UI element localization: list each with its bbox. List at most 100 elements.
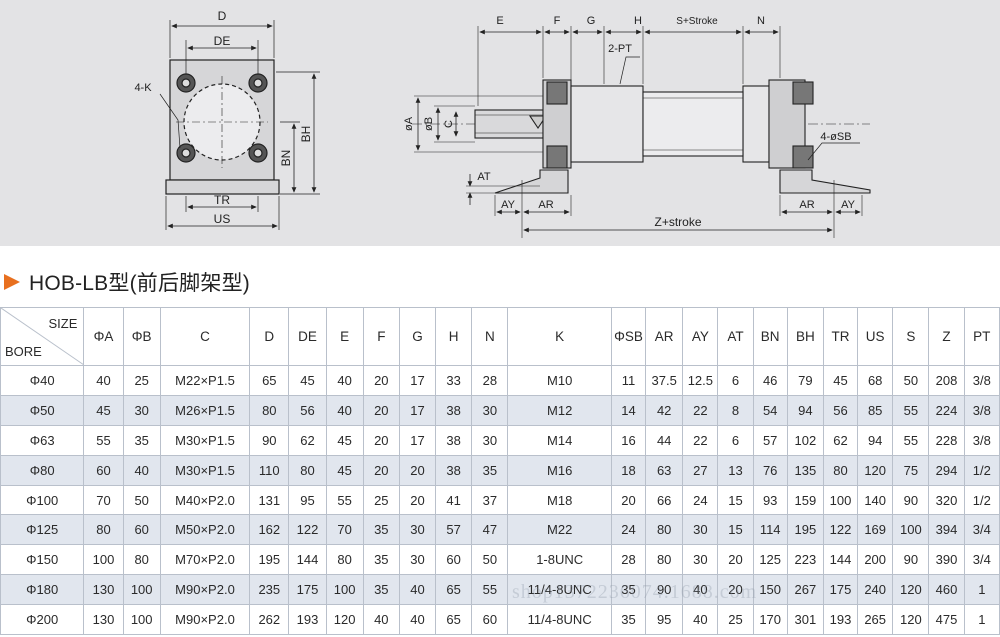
bore-cell: Φ200 <box>0 604 85 636</box>
table-cell: 90 <box>892 544 930 576</box>
table-cell: 144 <box>288 544 327 576</box>
table-cell: 3/4 <box>963 514 1000 546</box>
table-cell: 60 <box>83 454 124 486</box>
side-dim-h: H <box>634 15 642 27</box>
side-dim-ar-left: AR <box>538 199 553 211</box>
table-cell: 100 <box>122 604 161 636</box>
table-cell: M22×P1.5 <box>159 365 251 396</box>
table-cell: 301 <box>786 604 824 636</box>
table-cell: 76 <box>752 454 788 486</box>
table-cell: 20 <box>362 365 400 396</box>
table-cell: 50 <box>122 484 161 516</box>
table-cell: 193 <box>288 604 327 636</box>
table-cell: 40 <box>362 604 400 636</box>
table-cell: 122 <box>822 514 859 546</box>
table-cell: 14 <box>610 394 647 426</box>
table-cell: M30×P1.5 <box>159 454 251 486</box>
table-cell: 130 <box>83 604 124 636</box>
table-cell: 120 <box>857 454 894 486</box>
table-cell: 18 <box>610 454 647 486</box>
table-cell: 224 <box>928 394 965 426</box>
header-bore-label: BORE <box>5 344 42 359</box>
table-cell: 267 <box>786 574 824 606</box>
table-cell: 80 <box>122 544 161 576</box>
side-dim-ay-right: AY <box>841 199 856 211</box>
front-dim-d: D <box>218 9 227 23</box>
table-cell: 35 <box>122 424 161 456</box>
table-cell: 15 <box>717 484 754 516</box>
table-cell: 240 <box>857 574 894 606</box>
table-cell: 3/8 <box>963 424 1000 456</box>
side-dim-a: øA <box>403 116 415 131</box>
table-cell: 22 <box>682 394 719 426</box>
table-cell: 42 <box>645 394 684 426</box>
column-header: Z <box>928 307 965 366</box>
bore-cell: Φ40 <box>0 365 85 396</box>
table-cell: 16 <box>610 424 647 456</box>
table-cell: 57 <box>435 514 473 546</box>
column-header: ΦA <box>83 307 124 366</box>
table-cell: 3/4 <box>963 544 1000 576</box>
table-cell: 1 <box>963 574 1000 606</box>
table-cell: 40 <box>325 394 364 426</box>
column-header: F <box>362 307 400 366</box>
table-cell: 65 <box>249 365 290 396</box>
table-cell: 80 <box>325 544 364 576</box>
table-cell: 262 <box>249 604 290 636</box>
table-cell: 94 <box>857 424 894 456</box>
table-cell: 66 <box>645 484 684 516</box>
table-cell: 28 <box>610 544 647 576</box>
table-cell: 35 <box>471 454 509 486</box>
table-cell: 65 <box>435 574 473 606</box>
table-cell: 35 <box>610 574 647 606</box>
table-cell: 195 <box>786 514 824 546</box>
table-cell: 40 <box>398 604 437 636</box>
table-cell: 1-8UNC <box>507 544 612 576</box>
table-cell: 68 <box>857 365 894 396</box>
column-header: N <box>471 307 509 366</box>
table-cell: 25 <box>122 365 161 396</box>
arrow-icon <box>4 274 20 290</box>
table-cell: 90 <box>249 424 290 456</box>
bore-cell: Φ50 <box>0 394 85 426</box>
side-dim-pt: 2-PT <box>608 43 632 55</box>
bore-cell: Φ80 <box>0 454 85 486</box>
table-cell: 30 <box>471 424 509 456</box>
column-header: AY <box>682 307 719 366</box>
table-cell: 125 <box>752 544 788 576</box>
table-cell: 17 <box>398 365 437 396</box>
table-cell: 114 <box>752 514 788 546</box>
table-cell: 90 <box>645 574 684 606</box>
table-cell: 228 <box>928 424 965 456</box>
table-cell: 30 <box>471 394 509 426</box>
table-cell: 6 <box>717 424 754 456</box>
table-cell: 35 <box>362 544 400 576</box>
table-cell: 122 <box>288 514 327 546</box>
column-header: S <box>892 307 930 366</box>
side-dim-sb: 4-øSB <box>820 131 851 143</box>
table-cell: 95 <box>645 604 684 636</box>
table-cell: 47 <box>471 514 509 546</box>
table-cell: 110 <box>249 454 290 486</box>
bore-cell: Φ100 <box>0 484 85 516</box>
table-cell: 131 <box>249 484 290 516</box>
front-dim-us: US <box>214 212 231 226</box>
table-cell: 50 <box>892 365 930 396</box>
table-cell: 120 <box>892 574 930 606</box>
table-cell: 45 <box>325 454 364 486</box>
table-cell: M18 <box>507 484 612 516</box>
table-cell: 80 <box>288 454 327 486</box>
front-dim-de: DE <box>214 34 231 48</box>
table-cell: 37.5 <box>645 365 684 396</box>
table-cell: 100 <box>822 484 859 516</box>
table-cell: 46 <box>752 365 788 396</box>
table-cell: 20 <box>362 424 400 456</box>
table-cell: M30×P1.5 <box>159 424 251 456</box>
side-dim-ar-right: AR <box>799 199 814 211</box>
table-cell: 79 <box>786 365 824 396</box>
table-cell: 30 <box>398 514 437 546</box>
bore-cell: Φ125 <box>0 514 85 546</box>
